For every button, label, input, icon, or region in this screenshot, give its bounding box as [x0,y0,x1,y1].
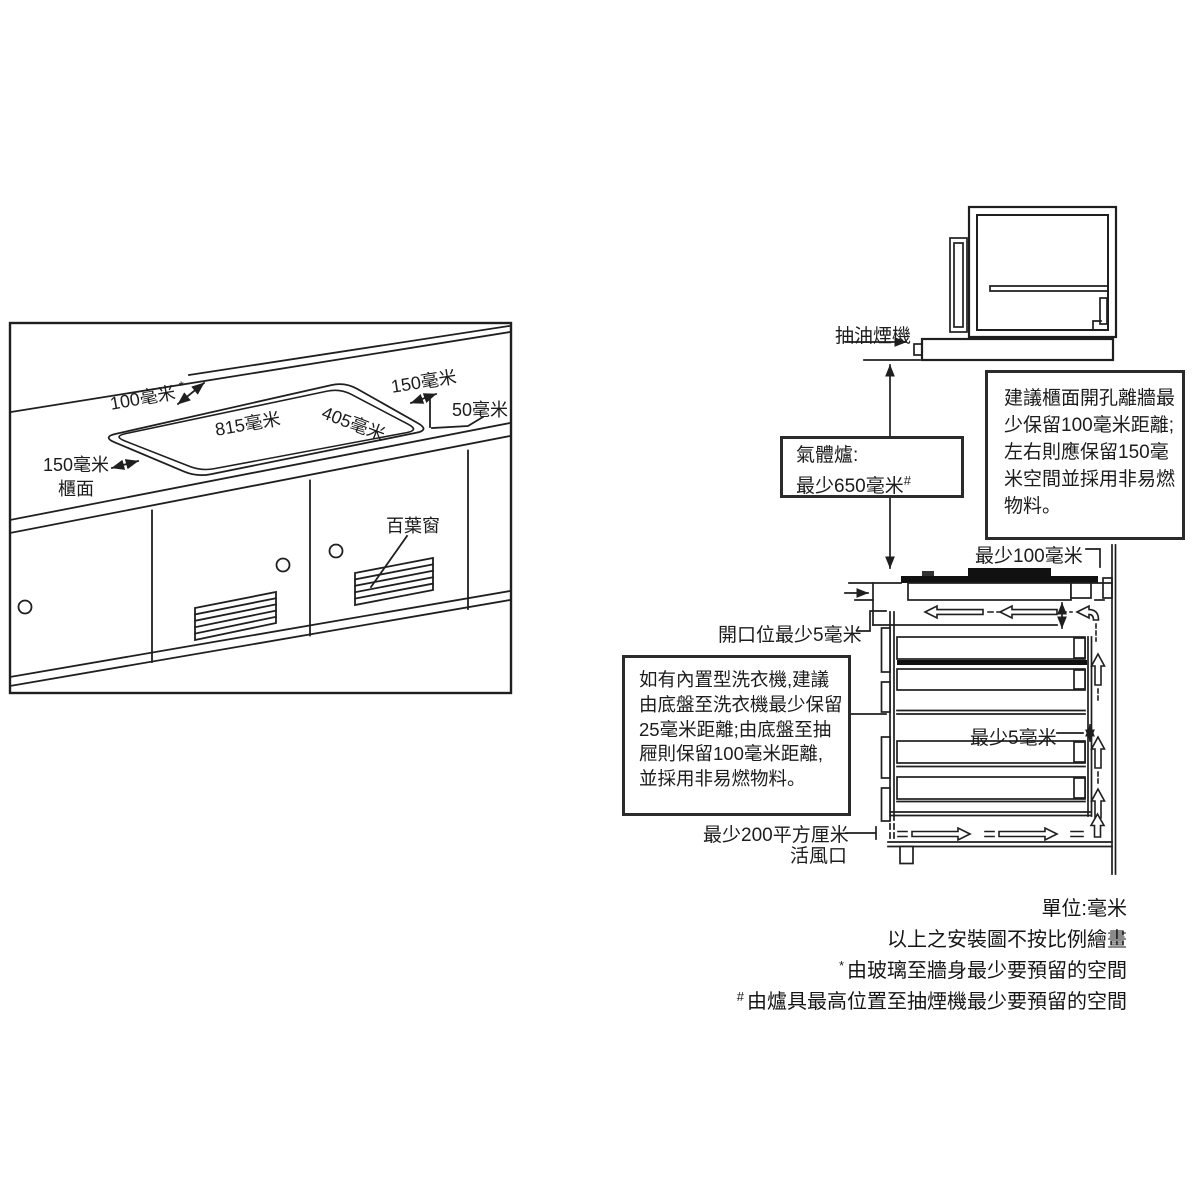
door-knob [275,557,291,573]
footnote-text: 由玻璃至牆身最少要預留的空間 [847,960,1127,982]
range-hood-label: 抽油煙機 [835,326,912,347]
back-clearance-arrow [176,381,206,406]
drawer-boxes [889,636,1091,817]
footnote-line: 單位:毫米 [600,891,1127,922]
wall-clearance-note-box: 建議櫃面開孔離牆最 少保留100毫米距離; 左右則應保留150毫 米空間並採用非… [985,370,1185,540]
washer-note-line: 屜則保留100毫米距離, [639,743,824,765]
washer-note-line: 25毫米距離;由底盤至抽 [639,718,832,740]
wall-note-line: 左右則應保留150毫 [1004,442,1169,463]
footnote-line: 以上之安裝圖不按比例繪畫 [600,922,1127,953]
worktop-cutout-drawing [8,321,513,695]
airflow-arrows [897,604,1106,842]
footnote-marker: * [838,958,844,973]
dim-opening-gap: 開口位最少5毫米 [718,625,862,646]
footnotes: 單位:毫米 以上之安裝圖不按比例繪畫 *由玻璃至牆身最少要預留的空間 #由爐具最… [600,891,1127,1015]
left-clearance-arrow [110,459,140,470]
footnote-marker: # [736,989,744,1004]
louver-vent-right [353,556,435,607]
drawer-front-tabs [880,627,891,822]
vent-label-line2: 活風口 [790,846,848,867]
dim-hob-to-wall: 最少100毫米 [975,546,1083,567]
wall-note-line: 物料。 [1004,496,1062,517]
range-hood-drawing [913,205,1118,362]
louver-vent-left [193,590,278,642]
washer-note-line: 並採用非易燃物料。 [639,768,806,790]
gas-hob-clearance-box: 氣體爐: 最少650毫米# [780,436,964,498]
footnote-text: 由爐具最高位置至抽煙機最少要預留的空間 [747,991,1127,1013]
washer-note-box: 如有內置型洗衣機,建議 由底盤至洗衣機最少保留 25毫米距離;由底盤至抽 屜則保… [622,655,851,816]
wall-gap-bracket [1085,548,1101,568]
louver-leader [369,534,409,589]
washer-note-line: 如有內置型洗衣機,建議 [639,669,830,690]
wall-note-line: 少保留100毫米距離; [1004,415,1174,436]
footnote-text: 以上之安裝圖不按比例繪畫 [887,929,1127,951]
wall-note-line: 米空間並採用非易燃 [1004,469,1176,490]
wall-line [1111,544,1117,875]
washer-note-line: 由底盤至洗衣機最少保留 [639,693,843,715]
vent-label-line1: 最少200平方厘米 [703,825,849,846]
opening-gap-leader [856,610,887,632]
gas-hob-clearance-line1: 氣體爐: [796,445,859,466]
hash-marker: # [903,473,911,488]
gas-hob-clearance-line2: 最少650毫米# [796,468,961,499]
wall-note-line: 建議櫃面開孔離牆最 [1004,388,1176,409]
countertop-label: 櫃面 [58,479,94,499]
dim-side-gap: 最少5毫米 [970,728,1057,749]
door-knob [17,599,33,615]
footnote-line: #由爐具最高位置至抽煙機最少要預留的空間 [600,984,1127,1015]
hob-drawing [901,568,1098,601]
door-knob [328,543,344,559]
right-clearance-arrow [409,392,438,405]
dim-corner-edge: 50毫米 [452,400,509,420]
cabinet-section-drawing [844,205,1118,875]
vent-leader [845,826,877,840]
footnote-text: 單位:毫米 [1041,898,1127,920]
louver-label: 百葉窗 [386,516,440,536]
footnote-line: *由玻璃至牆身最少要預留的空間 [600,953,1127,984]
dim-left-clearance: 150毫米 [43,455,110,475]
gas-hob-clearance-value: 最少650毫米 [796,476,904,497]
corner-edge-leader [431,415,485,429]
